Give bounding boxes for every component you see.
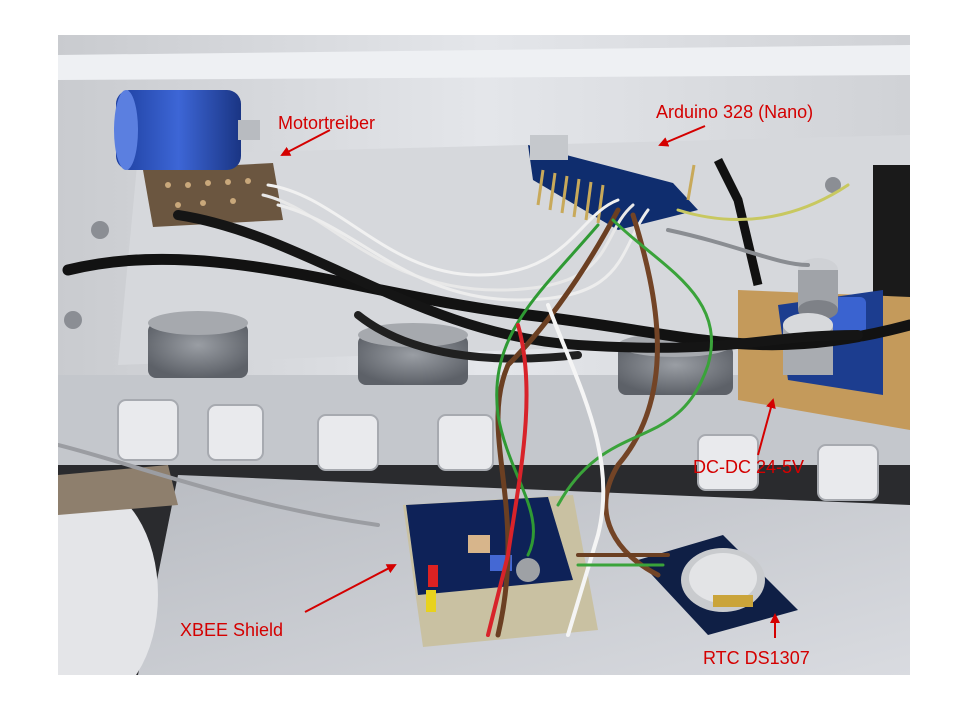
label-rtc: RTC DS1307 [703,648,810,668]
arduino-arrow [658,125,706,147]
motortreiber-arrow [280,129,331,156]
dcdc-arrow [757,398,776,456]
label-dcdc: DC-DC 24-5V [693,457,805,477]
label-xbee: XBEE Shield [180,620,284,640]
xbee-arrow [304,564,397,613]
label-motortreiber: Motortreiber [278,113,376,133]
label-arduino: Arduino 328 (Nano) [656,102,814,122]
electronics-photo [58,35,910,675]
